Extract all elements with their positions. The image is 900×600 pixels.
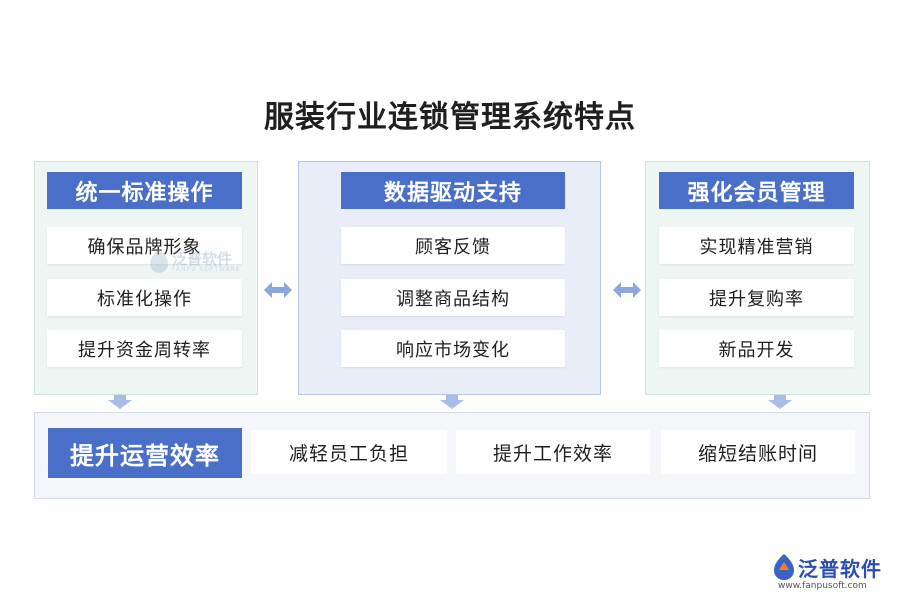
brand-url[interactable]: www.fanpusoft.com bbox=[778, 581, 867, 591]
watermark-logo-icon bbox=[150, 249, 168, 273]
panel-item: 调整商品结构 bbox=[341, 279, 565, 316]
watermark-name: 泛普软件 bbox=[172, 250, 233, 268]
panel-item: 实现精准营销 bbox=[659, 227, 854, 264]
panel-operational-efficiency: 提升运营效率 减轻员工负担 提升工作效率 缩短结账时间 bbox=[34, 412, 870, 499]
double-arrow-icon bbox=[264, 282, 292, 298]
panel-item: 顾客反馈 bbox=[341, 227, 565, 264]
panel-heading: 数据驱动支持 bbox=[341, 172, 565, 209]
brand-logo-icon bbox=[774, 554, 794, 580]
panel-item: 减轻员工负担 bbox=[251, 430, 447, 474]
panel-heading: 提升运营效率 bbox=[48, 428, 242, 478]
panel-item: 响应市场变化 bbox=[341, 330, 565, 367]
panel-heading: 强化会员管理 bbox=[659, 172, 854, 209]
panel-item: 提升资金周转率 bbox=[47, 330, 242, 367]
panel-item: 确保品牌形象 bbox=[47, 227, 242, 264]
panel-item: 提升复购率 bbox=[659, 279, 854, 316]
brand-name: 泛普软件 bbox=[798, 557, 882, 581]
panel-item: 提升工作效率 bbox=[456, 430, 650, 474]
down-arrow-icon bbox=[440, 395, 464, 409]
panel-unified-operation: 统一标准操作 确保品牌形象 标准化操作 提升资金周转率 bbox=[34, 161, 258, 395]
panel-item: 标准化操作 bbox=[47, 279, 242, 316]
watermark-subtitle: FANPU SOFTWARE bbox=[172, 266, 241, 273]
panel-item: 缩短结账时间 bbox=[661, 430, 855, 474]
down-arrow-icon bbox=[768, 395, 792, 409]
panel-data-driven: 数据驱动支持 顾客反馈 调整商品结构 响应市场变化 bbox=[298, 161, 601, 395]
watermark: 泛普软件 FANPU SOFTWARE bbox=[148, 248, 248, 280]
down-arrow-icon bbox=[108, 395, 132, 409]
brand-logo: 泛普软件 www.fanpusoft.com bbox=[772, 553, 892, 597]
panel-heading: 统一标准操作 bbox=[47, 172, 242, 209]
panel-member-management: 强化会员管理 实现精准营销 提升复购率 新品开发 bbox=[645, 161, 870, 395]
diagram-title: 服装行业连锁管理系统特点 bbox=[264, 100, 636, 135]
double-arrow-icon bbox=[613, 282, 641, 298]
panel-item: 新品开发 bbox=[659, 330, 854, 367]
